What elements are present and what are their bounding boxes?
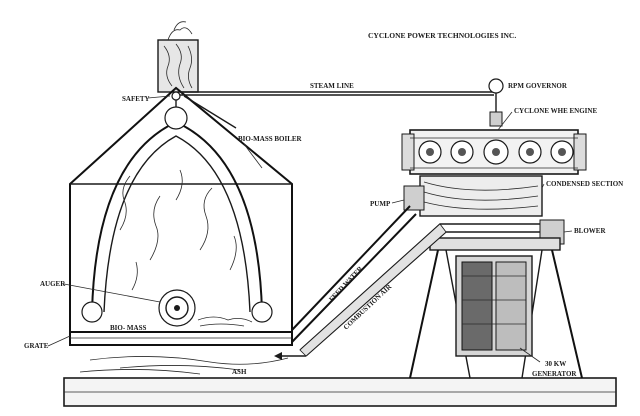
auger-label: AUGER — [40, 280, 66, 288]
cyclone-engine-label: CYCLONE WHE ENGINE — [514, 107, 597, 115]
steam-line-label: STEAM LINE — [310, 82, 354, 90]
company-title: CYCLONE POWER TECHNOLOGIES INC. — [368, 31, 516, 40]
rpm-governor — [488, 78, 504, 127]
blower-label: BLOWER — [574, 227, 606, 235]
exhaust-stack — [157, 21, 199, 93]
safety-valve — [171, 91, 181, 101]
steam-line — [180, 91, 494, 129]
pump-label: PUMP — [370, 200, 391, 208]
right-mud-drum — [251, 301, 273, 323]
ash-label: ASH — [232, 368, 247, 376]
left-mud-drum — [81, 301, 103, 323]
rpm-governor-label: RPM GOVERNOR — [508, 82, 568, 90]
safety-label: SAFETY — [122, 95, 150, 103]
bio-mass-boiler-label: BIO-MASS BOILER — [238, 135, 303, 143]
bio-mass-label: BIO- MASS — [110, 324, 146, 332]
bio-mass-boiler — [69, 86, 293, 375]
top-steam-drum — [164, 106, 188, 130]
feed-water-duct — [274, 205, 540, 360]
generator — [455, 255, 533, 357]
condensed-section-label: CONDENSED SECTION — [546, 180, 623, 188]
generator-label-line2: GENERATOR — [532, 370, 577, 378]
grate-label: GRATE — [24, 342, 49, 350]
condenser-section — [403, 175, 543, 217]
pump — [403, 185, 425, 211]
generator-label-line1: 30 KW — [545, 360, 566, 368]
cyclone-engine — [401, 129, 587, 175]
